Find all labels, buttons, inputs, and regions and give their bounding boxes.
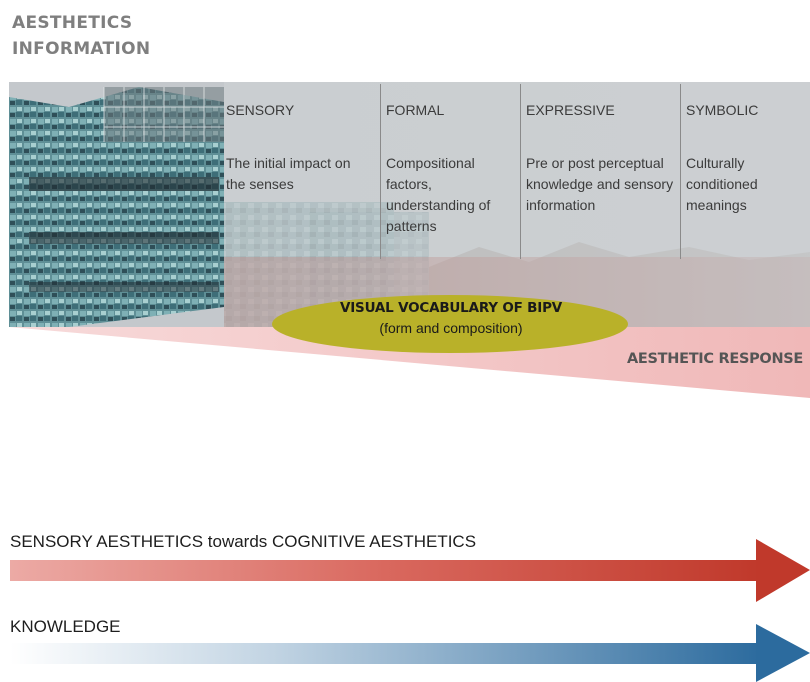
ellipse-subtitle: (form and composition)	[379, 320, 523, 336]
column-sensory: SENSORY The initial impact on the senses	[220, 82, 378, 267]
ellipse-label: VISUAL VOCABULARY OF BIPV (form and comp…	[274, 300, 628, 336]
column-symbolic: SYMBOLIC Culturally conditioned meanings	[680, 82, 808, 267]
column-heading: SYMBOLIC	[686, 102, 759, 118]
sensory-arrow-label: SENSORY AESTHETICS towards COGNITIVE AES…	[10, 532, 477, 551]
knowledge-arrow	[10, 624, 810, 682]
diagram-title: AESTHETICS INFORMATION	[12, 10, 150, 62]
column-heading: FORMAL	[386, 102, 445, 118]
title-line-1: AESTHETICS	[12, 13, 133, 33]
column-heading: SENSORY	[226, 102, 295, 118]
building-photo	[9, 82, 810, 327]
column-expressive: EXPRESSIVE Pre or post perceptual knowle…	[520, 82, 678, 267]
visual-vocabulary-ellipse	[272, 295, 628, 353]
column-heading: EXPRESSIVE	[526, 102, 615, 118]
sensory-cognitive-arrow	[10, 539, 810, 602]
column-divider	[680, 84, 681, 259]
column-divider	[380, 84, 381, 259]
title-line-2: INFORMATION	[12, 39, 151, 59]
column-description: Compositional factors, understanding of …	[386, 155, 491, 234]
column-description: The initial impact on the senses	[226, 155, 351, 192]
column-divider	[520, 84, 521, 259]
knowledge-arrow-label: KNOWLEDGE	[10, 617, 121, 636]
column-description: Culturally conditioned meanings	[686, 155, 758, 213]
ellipse-title: VISUAL VOCABULARY OF BIPV	[339, 300, 563, 316]
column-description: Pre or post perceptual knowledge and sen…	[526, 155, 674, 213]
aesthetic-response-label: AESTHETIC RESPONSE	[627, 351, 804, 367]
column-formal: FORMAL Compositional factors, understand…	[380, 82, 518, 267]
